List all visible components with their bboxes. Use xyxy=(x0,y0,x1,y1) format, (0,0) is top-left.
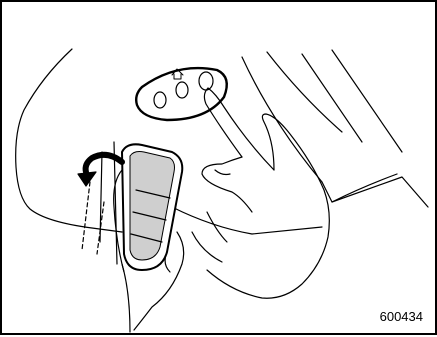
pressing-hand xyxy=(192,88,329,298)
homelink-button-2 xyxy=(176,82,188,98)
homelink-button-3 xyxy=(199,72,213,90)
homelink-button-1 xyxy=(154,92,166,108)
homelink-module xyxy=(136,68,227,120)
visor-outline xyxy=(16,49,428,234)
figure-code: 600434 xyxy=(380,309,423,324)
